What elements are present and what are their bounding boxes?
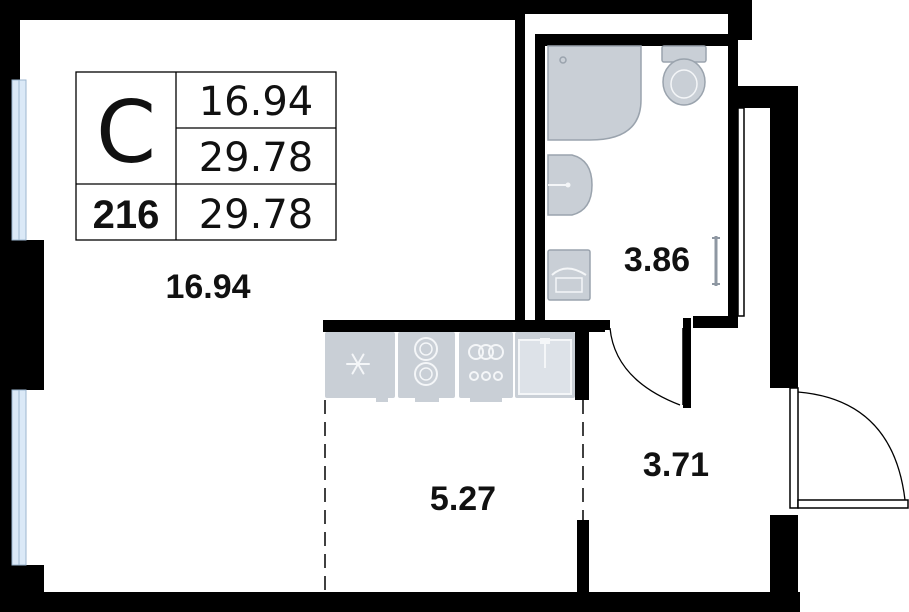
towel-rail-icon bbox=[712, 236, 720, 286]
bathroom-fixtures bbox=[547, 45, 720, 301]
room-area-kitchen: 5.27 bbox=[430, 480, 496, 518]
kitchen-counter bbox=[325, 332, 575, 402]
walls bbox=[0, 0, 800, 612]
unit-letter: C bbox=[96, 83, 156, 183]
living-area-value: 16.94 bbox=[199, 79, 314, 125]
bathroom-door bbox=[605, 320, 684, 406]
room-area-bathroom: 3.86 bbox=[624, 241, 690, 279]
washing-machine-icon bbox=[547, 249, 591, 301]
entrance-door bbox=[789, 387, 909, 509]
toilet-icon bbox=[661, 45, 707, 106]
unit-number: 216 bbox=[93, 193, 160, 237]
total-area-value-1: 29.78 bbox=[199, 135, 314, 181]
shower-icon bbox=[547, 45, 642, 141]
room-area-living: 16.94 bbox=[165, 268, 250, 306]
stove-icon bbox=[398, 332, 455, 402]
windows bbox=[11, 79, 745, 566]
room-area-hallway: 3.71 bbox=[643, 446, 709, 484]
total-area-value-2: 29.78 bbox=[199, 192, 314, 238]
fridge bbox=[325, 332, 395, 402]
unit-info-table: C 16.94 29.78 216 29.78 bbox=[75, 71, 337, 241]
sink-icon bbox=[515, 332, 575, 398]
snowflake-icon bbox=[346, 353, 370, 375]
washbasin-icon bbox=[547, 154, 593, 216]
cooktop bbox=[459, 332, 513, 402]
